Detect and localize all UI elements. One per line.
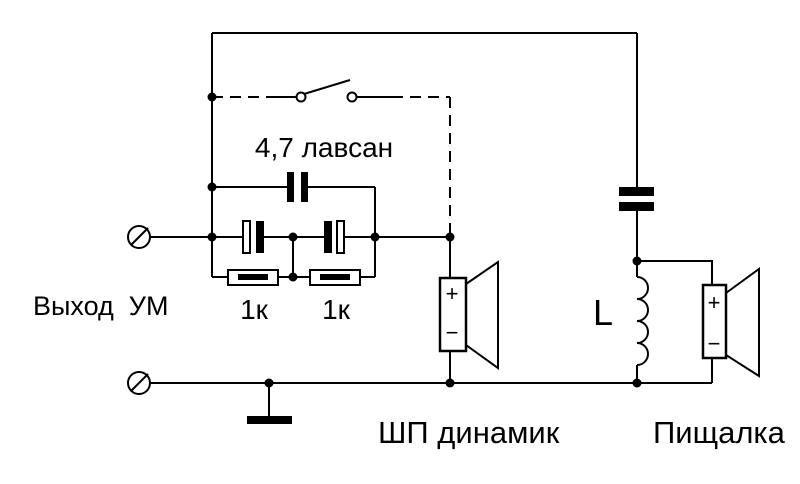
switch-contact-left (295, 91, 307, 103)
junction-dot (207, 232, 217, 242)
electrolytic-capacitors (242, 220, 345, 254)
terminal-top-slash-icon (130, 227, 149, 246)
inductor-coil-icon (636, 276, 649, 366)
resistors (227, 269, 361, 286)
tweeter-body (701, 283, 728, 360)
woofer-speaker-icon: + − (438, 260, 499, 370)
junction-dot (632, 256, 642, 266)
capacitor-value-label: 4,7 лавсан (255, 132, 393, 163)
lavsan-plate-left (287, 172, 294, 202)
cap2-plate-hollow (336, 220, 345, 254)
tw-cap-plate-top (619, 187, 654, 196)
junction-dot (207, 92, 217, 102)
lavsan-plate-right (301, 172, 308, 202)
switch-icon (295, 79, 358, 103)
switch-contact-right (346, 91, 358, 103)
junction-dot (632, 378, 642, 388)
resistor-right-label: 1к (322, 294, 351, 325)
junction-dot (370, 232, 380, 242)
resistor-left-bar (238, 274, 268, 280)
woofer-minus-label: − (446, 320, 459, 345)
resistor-left-label: 1к (240, 294, 269, 325)
wires (150, 32, 713, 416)
lavsan-capacitor-icon (287, 172, 308, 202)
tweeter-cone (725, 267, 760, 378)
woofer-body (438, 276, 468, 353)
input-terminals (127, 225, 151, 395)
ground-icon (247, 416, 292, 424)
tweeter-minus-label: − (708, 331, 721, 356)
wire-tweeter-feed (637, 260, 713, 285)
output-label: Выход УМ (33, 291, 168, 321)
woofer-cone (465, 260, 499, 370)
junction-dot (445, 232, 455, 242)
resistor-right-bar (320, 274, 350, 280)
junction-dot (288, 272, 298, 282)
cap1-plate-hollow (242, 220, 251, 254)
woofer-plus-label: + (446, 281, 459, 306)
woofer-label: ШП динамик (378, 415, 560, 450)
inductor-label: L (593, 292, 613, 333)
junction-dot (445, 378, 455, 388)
junction-dot (288, 232, 298, 242)
tweeter-capacitor-icon (619, 187, 654, 211)
tweeter-speaker-icon: + − (701, 267, 760, 378)
tweeter-plus-label: + (708, 290, 721, 315)
switch-lever (303, 79, 351, 95)
junction-dot (264, 378, 274, 388)
cap2-plate-solid (324, 221, 332, 253)
terminal-bottom-slash-icon (130, 373, 149, 392)
junction-dots (207, 92, 642, 388)
junction-dot (207, 182, 217, 192)
tweeter-label: Пищалка (653, 415, 786, 450)
tw-cap-plate-bottom (619, 202, 654, 211)
cap1-plate-solid (256, 221, 264, 253)
